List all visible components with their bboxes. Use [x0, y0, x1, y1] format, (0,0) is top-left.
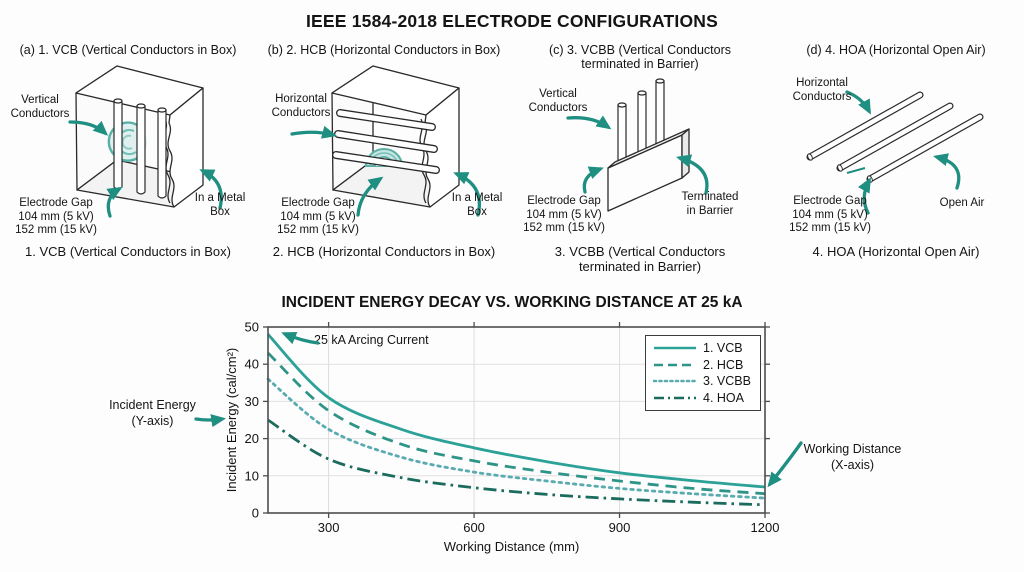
chart-title: INCIDENT ENERGY DECAY VS. WORKING DISTAN…	[281, 294, 743, 311]
panel-vcb-header: (a) 1. VCB (Vertical Conductors in Box)	[19, 43, 237, 57]
y-tick-label: 0	[252, 506, 259, 521]
hcb-diagram	[290, 65, 481, 217]
x-axis-callout: Working Distance (X-axis)	[803, 442, 902, 472]
vcbb-electrode-gap-label: Electrode Gap 104 mm (5 kV) 152 mm (15 k…	[523, 195, 605, 235]
chart-legend: 1. VCB 2. HCB 3. VCBB 4. HOA	[645, 335, 761, 411]
curve-2-hcb	[267, 351, 766, 496]
panel-hcb: (b) 2. HCB (Horizontal Conductors in Box…	[256, 40, 512, 284]
hcb-context-label: In a Metal Box	[451, 192, 503, 218]
panel-hoa: (d) 4. HOA (Horizontal Open Air)	[768, 40, 1024, 284]
vcbb-caption: 3. VCBB (Vertical Conductors terminated …	[554, 244, 726, 274]
vertical-conductor-rods	[617, 78, 665, 167]
legend-line-sample	[654, 363, 696, 366]
hoa-caption: 4. HOA (Horizontal Open Air)	[812, 244, 980, 259]
vcb-diagram	[68, 65, 223, 218]
vcbb-conductors-label: Vertical Conductors	[528, 88, 588, 114]
legend-line-sample	[654, 346, 696, 350]
page-title: IEEE 1584-2018 ELECTRODE CONFIGURATIONS	[305, 11, 719, 31]
hcb-electrode-gap-label: Electrode Gap 104 mm (5 kV) 152 mm (15 k…	[277, 197, 359, 237]
horizontal-conductor-rods	[806, 91, 984, 183]
vcbb-context-label: Terminated in Barrier	[681, 191, 739, 217]
y-tick-label: 50	[245, 320, 259, 335]
callout-arrows	[845, 90, 961, 215]
hoa-electrode-gap-label: Electrode Gap 104 mm (5 kV) 152 mm (15 k…	[789, 195, 871, 235]
hcb-conductors-label: Horizontal Conductors	[271, 93, 331, 119]
vcb-conductors-label: Vertical Conductors	[10, 94, 70, 120]
curve-3-vcbb	[266, 377, 767, 500]
gap-indicator	[846, 167, 866, 174]
legend-line-sample	[653, 379, 697, 383]
legend-label: 1. VCB	[703, 341, 743, 355]
vcb-electrode-gap-label: Electrode Gap 104 mm (5 kV) 152 mm (15 k…	[15, 197, 97, 237]
hoa-diagram	[806, 90, 984, 215]
callout-arrows	[566, 115, 709, 195]
hoa-conductors-label: Horizontal Conductors	[792, 77, 852, 103]
panel-hcb-header: (b) 2. HCB (Horizontal Conductors in Box…	[267, 43, 501, 57]
y-tick-label: 20	[245, 431, 259, 446]
x-axis-callout-arrow	[767, 441, 803, 488]
y-tick-label: 10	[245, 468, 259, 483]
electrode-panels: (a) 1. VCB (Vertical Conductors in Box)	[0, 40, 1024, 284]
legend-label: 3. VCBB	[703, 374, 751, 388]
legend-item: 2. HCB	[653, 358, 751, 372]
vcb-caption: 1. VCB (Vertical Conductors in Box)	[25, 244, 231, 259]
x-tick-label: 300	[318, 520, 340, 535]
vertical-conductor-rods	[113, 98, 167, 199]
y-axis-callout-arrow	[194, 414, 227, 428]
y-tick-label: 30	[245, 394, 259, 409]
callout-arrows	[290, 125, 481, 217]
metal-box	[75, 65, 204, 208]
hcb-caption: 2. HCB (Horizontal Conductors in Box)	[272, 244, 496, 259]
panel-vcbb-header: (c) 3. VCBB (Vertical Conductors termina…	[548, 43, 731, 72]
x-axis-title: Working Distance (mm)	[444, 539, 580, 554]
panel-vcb: (a) 1. VCB (Vertical Conductors in Box)	[0, 40, 256, 284]
legend-item: 4. HOA	[653, 391, 751, 405]
legend-line-sample	[654, 396, 696, 399]
plot-border	[267, 326, 766, 514]
y-axis-title: Incident Energy (cal/cm²)	[224, 348, 239, 493]
arcing-current-annotation: 25 kA Arcing Current	[314, 333, 429, 347]
x-tick-label: 900	[609, 520, 631, 535]
curve-4-hoa	[267, 418, 766, 507]
chart-region: INCIDENT ENERGY DECAY VS. WORKING DISTAN…	[0, 288, 1024, 572]
legend-item: 3. VCBB	[653, 374, 751, 388]
legend-item: 1. VCB	[653, 341, 751, 355]
x-tick-label: 1200	[751, 520, 780, 535]
callout-arrows	[68, 120, 223, 218]
panel-hoa-header: (d) 4. HOA (Horizontal Open Air)	[806, 43, 986, 57]
arcing-current-arrow	[281, 331, 320, 345]
panel-vcbb: (c) 3. VCBB (Vertical Conductors termina…	[512, 40, 768, 284]
vcb-context-label: In a Metal Box	[194, 192, 246, 218]
y-axis-callout: Incident Energy (Y-axis)	[109, 398, 196, 428]
vcbb-diagram	[566, 78, 709, 212]
y-tick-label: 40	[245, 357, 259, 372]
hoa-context-label: Open Air	[939, 197, 985, 209]
horizontal-conductor-rods	[332, 109, 440, 174]
legend-label: 4. HOA	[703, 390, 744, 405]
curve-1-vcb	[266, 333, 766, 489]
x-tick-label: 600	[463, 520, 485, 535]
legend-label: 2. HCB	[703, 357, 744, 372]
